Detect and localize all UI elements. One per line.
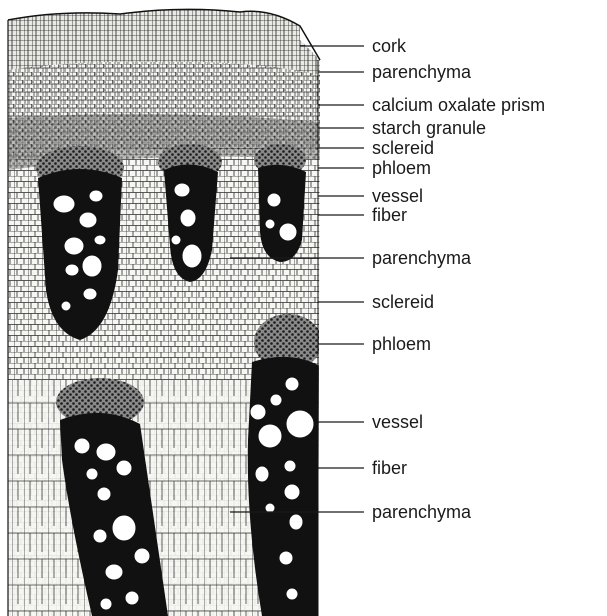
label-vessel: vessel (372, 186, 423, 206)
label-calcium-oxalate-prism: calcium oxalate prism (372, 95, 545, 115)
label-cork: cork (372, 36, 407, 56)
vascular-bundle (258, 165, 306, 262)
label-starch-granule: starch granule (372, 118, 486, 138)
label-group: cork parenchyma calcium oxalate prism starc… (372, 36, 545, 522)
label-fiber: fiber (372, 458, 407, 478)
label-phloem: phloem (372, 158, 431, 178)
label-vessel: vessel (372, 412, 423, 432)
label-fiber: fiber (372, 205, 407, 225)
label-sclereid: sclereid (372, 138, 434, 158)
label-parenchyma: parenchyma (372, 248, 472, 268)
vascular-bundle (248, 357, 320, 616)
tissue-block (0, 0, 330, 616)
label-phloem: phloem (372, 334, 431, 354)
label-parenchyma: parenchyma (372, 502, 472, 522)
label-parenchyma: parenchyma (372, 62, 472, 82)
label-sclereid: sclereid (372, 292, 434, 312)
